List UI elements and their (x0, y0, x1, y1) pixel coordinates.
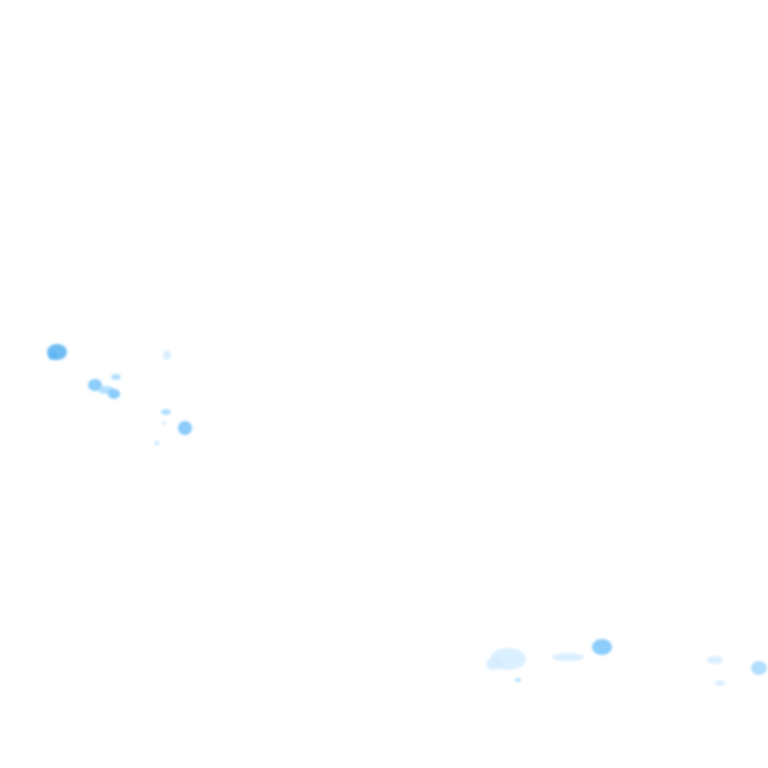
southeast-cluster (486, 639, 767, 686)
cell-w8 (178, 421, 192, 435)
cell-se6 (715, 680, 725, 686)
cell-se7 (751, 661, 767, 675)
cell-w6 (163, 350, 171, 360)
cell-w1-part (48, 352, 58, 360)
cell-w9 (154, 440, 160, 446)
cell-w2 (88, 379, 102, 391)
cell-se1-part (486, 658, 502, 670)
cell-se2 (515, 678, 521, 682)
cell-se5 (707, 656, 723, 664)
cell-se3 (552, 653, 584, 661)
cell-se4 (592, 639, 612, 655)
cell-w4 (108, 389, 120, 399)
cell-w5 (111, 374, 121, 380)
west-cluster (47, 344, 192, 446)
cell-w10 (162, 421, 166, 425)
cell-w7 (161, 409, 171, 415)
